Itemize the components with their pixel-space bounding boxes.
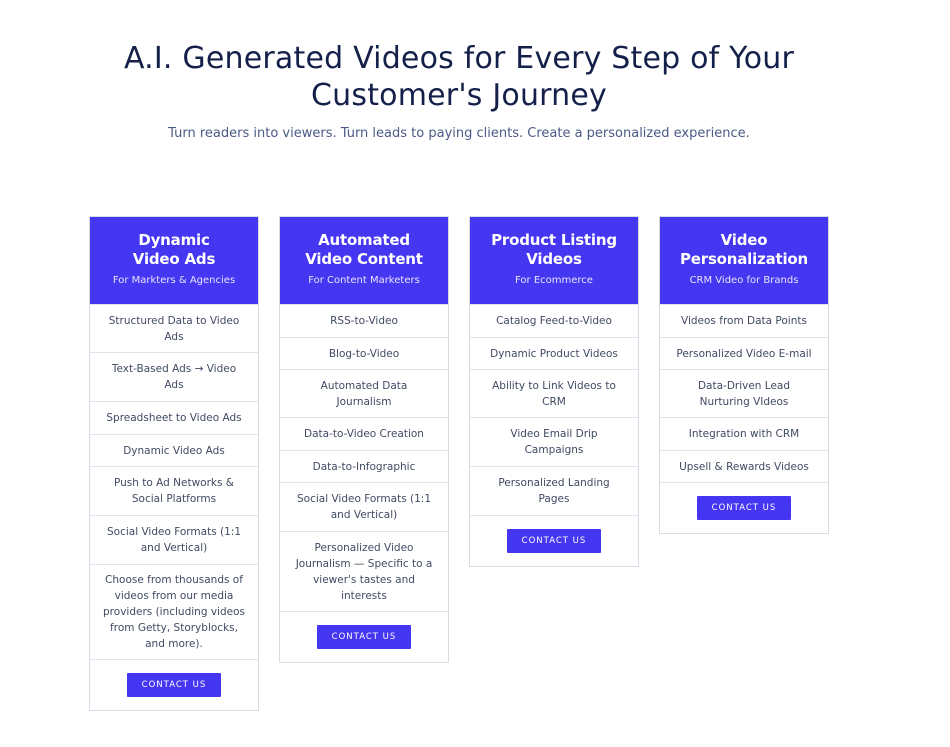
card-header: Product Listing Videos For Ecommerce <box>470 217 638 304</box>
feature-item: RSS-to-Video <box>280 304 448 337</box>
card-title: Automated Video Content <box>280 231 448 269</box>
card-header: Automated Video Content For Content Mark… <box>280 217 448 304</box>
page-title-line-2: Customer's Journey <box>311 78 607 113</box>
card-title-line-1: Automated <box>318 231 410 249</box>
feature-item: Spreadsheet to Video Ads <box>90 401 258 434</box>
card-footer: CONTACT US <box>470 515 638 566</box>
card-header: Dynamic Video Ads For Markters & Agencie… <box>90 217 258 304</box>
feature-item: Personalized Landing Pages <box>470 466 638 515</box>
feature-item: Dynamic Video Ads <box>90 434 258 466</box>
feature-item: Dynamic Product Videos <box>470 337 638 369</box>
feature-item: Personalized Video E-mail <box>660 337 828 369</box>
card-title: Video Personalization <box>660 231 828 269</box>
pricing-card-product-listing-videos: Product Listing Videos For Ecommerce Cat… <box>469 216 639 567</box>
feature-item: Integration with CRM <box>660 417 828 450</box>
feature-item: Personalized Video Journalism — Specific… <box>280 531 448 611</box>
card-title: Dynamic Video Ads <box>90 231 258 269</box>
card-title-line-2: Video Content <box>305 250 423 268</box>
card-footer: CONTACT US <box>90 659 258 710</box>
contact-us-button[interactable]: CONTACT US <box>127 673 221 697</box>
feature-item: Social Video Formats (1:1 and Vertical) <box>280 482 448 531</box>
card-title-line-2: Video Ads <box>132 250 216 268</box>
feature-item: Catalog Feed-to-Video <box>470 304 638 337</box>
feature-item: Videos from Data Points <box>660 304 828 337</box>
pricing-card-dynamic-video-ads: Dynamic Video Ads For Markters & Agencie… <box>89 216 259 711</box>
page-subtitle: Turn readers into viewers. Turn leads to… <box>168 126 750 141</box>
feature-item: Data-to-Infographic <box>280 450 448 482</box>
card-title-line-2: Personalization <box>679 250 809 268</box>
feature-item: Social Video Formats (1:1 and Vertical) <box>90 515 258 564</box>
pricing-card-video-personalization: Video Personalization CRM Video for Bran… <box>659 216 829 534</box>
feature-item: Data-Driven Lead Nurturing VIdeos <box>660 369 828 417</box>
contact-us-button[interactable]: CONTACT US <box>697 496 791 520</box>
feature-item: Choose from thousands of videos from our… <box>90 564 258 659</box>
card-title-line-1: Dynamic <box>138 231 210 249</box>
pricing-card-automated-video-content: Automated Video Content For Content Mark… <box>279 216 449 663</box>
card-footer: CONTACT US <box>280 611 448 662</box>
card-header: Video Personalization CRM Video for Bran… <box>660 217 828 304</box>
feature-item: Structured Data to Video Ads <box>90 304 258 352</box>
contact-us-button[interactable]: CONTACT US <box>317 625 411 649</box>
card-title-line-2: Videos <box>526 250 582 268</box>
page-title-line-1: A.I. Generated Videos for Every Step of … <box>123 41 795 76</box>
feature-item: Push to Ad Networks & Social Platforms <box>90 466 258 515</box>
feature-item: Data-to-Video Creation <box>280 417 448 450</box>
feature-item: Automated Data Journalism <box>280 369 448 417</box>
card-title-line-1: Video <box>720 231 768 249</box>
card-title-line-1: Product Listing <box>491 231 617 249</box>
card-title: Product Listing Videos <box>470 231 638 269</box>
feature-item: Upsell & Rewards Videos <box>660 450 828 482</box>
feature-item: Text-Based Ads → Video Ads <box>90 352 258 401</box>
card-tagline: CRM Video for Brands <box>689 275 799 286</box>
card-tagline: For Content Marketers <box>308 275 420 286</box>
page-title: A.I. Generated Videos for Every Step of … <box>0 40 918 114</box>
feature-item: Ability to Link Videos to CRM <box>470 369 638 417</box>
card-footer: CONTACT US <box>660 482 828 533</box>
card-tagline: For Markters & Agencies <box>112 275 236 286</box>
contact-us-button[interactable]: CONTACT US <box>507 529 601 553</box>
card-tagline: For Ecommerce <box>515 275 593 286</box>
feature-item: Video Email Drip Campaigns <box>470 417 638 466</box>
feature-item: Blog-to-Video <box>280 337 448 369</box>
